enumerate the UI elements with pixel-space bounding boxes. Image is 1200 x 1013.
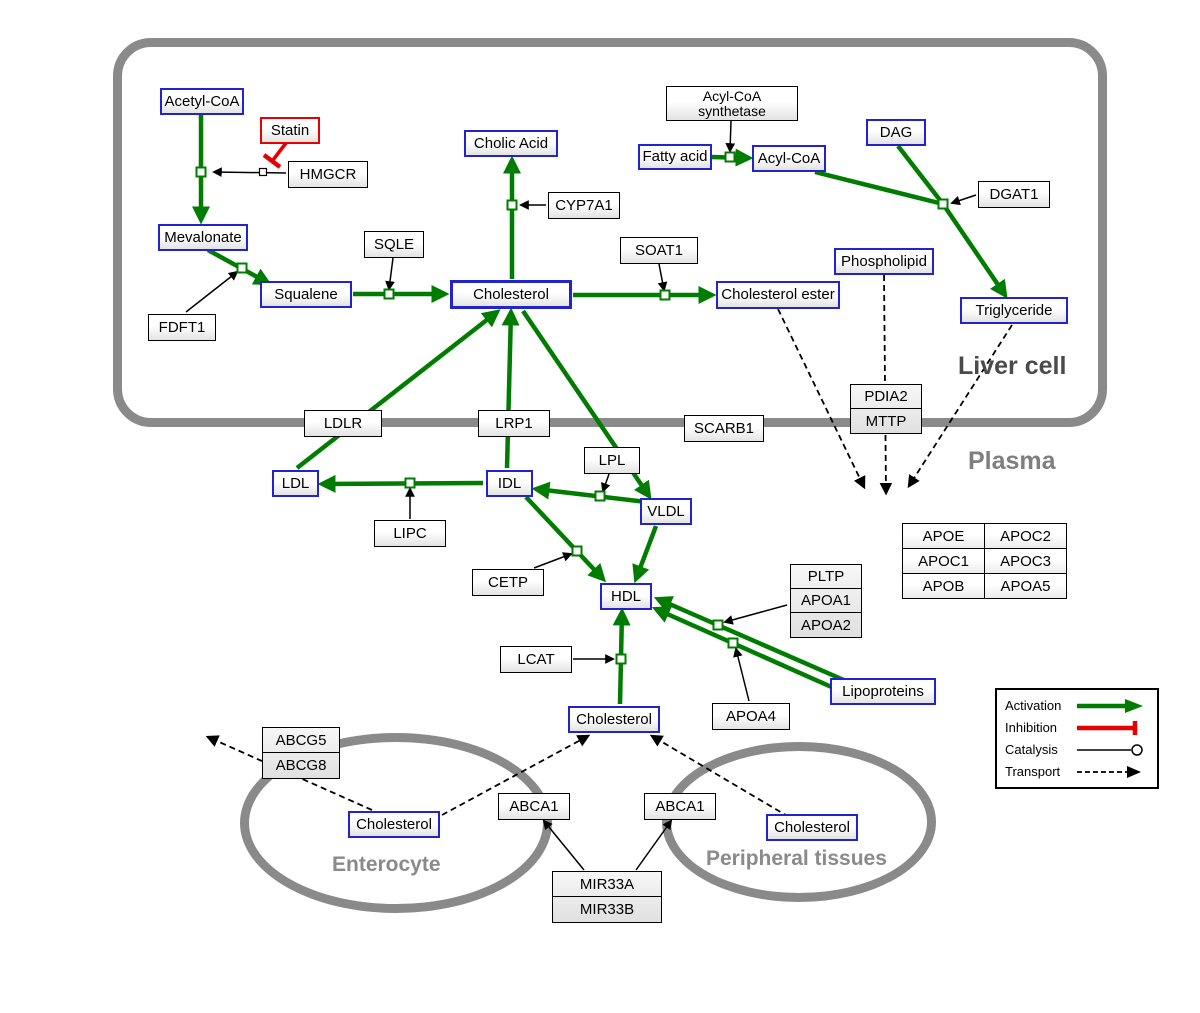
stack-pdia2-mttp: PDIA2 MTTP (850, 384, 922, 434)
inhibition-tbar-icon (1077, 720, 1138, 735)
node-soat1[interactable]: SOAT1 (620, 237, 698, 264)
node-lrp1[interactable]: LRP1 (478, 410, 550, 437)
node-apoc2[interactable]: APOC2 (985, 524, 1067, 549)
node-statin[interactable]: Statin (260, 117, 320, 144)
node-acyl-coa-synthetase[interactable]: Acyl-CoA synthetase (666, 86, 798, 121)
node-pltp[interactable]: PLTP (791, 565, 861, 589)
node-cholesterol-liver[interactable]: Cholesterol (450, 280, 572, 309)
node-lipc[interactable]: LIPC (374, 520, 446, 547)
node-mttp[interactable]: MTTP (865, 412, 907, 430)
node-ldlr[interactable]: LDLR (304, 410, 382, 437)
legend-row-catalysis: Catalysis (1005, 740, 1149, 759)
legend-row-activation: Activation (1005, 696, 1149, 715)
node-hmgcr[interactable]: HMGCR (288, 161, 368, 188)
node-apoe[interactable]: APOE (903, 524, 985, 549)
node-dag[interactable]: DAG (866, 119, 926, 146)
node-dgat1[interactable]: DGAT1 (978, 181, 1050, 208)
liver-cell-membrane (113, 38, 1107, 427)
catalysis-edges (185, 120, 977, 871)
catalysis-circle-icon (1077, 743, 1143, 756)
node-apoa4[interactable]: APOA4 (712, 703, 790, 730)
node-cholic-acid[interactable]: Cholic Acid (464, 130, 558, 157)
node-cetp[interactable]: CETP (472, 569, 544, 596)
liver-cell-label: Liver cell (958, 352, 1067, 380)
node-mevalonate[interactable]: Mevalonate (158, 224, 248, 251)
node-squalene[interactable]: Squalene (260, 281, 352, 308)
transport-edges (205, 274, 1013, 818)
legend-transport-label: Transport (1005, 764, 1061, 779)
node-mir33b[interactable]: MIR33B (579, 901, 635, 918)
node-scarb1[interactable]: SCARB1 (684, 415, 764, 442)
stack-mir33: MIR33A MIR33B (552, 871, 662, 923)
plasma-label: Plasma (968, 447, 1056, 475)
node-phospholipid[interactable]: Phospholipid (834, 248, 934, 275)
legend-row-transport: Transport (1005, 762, 1149, 781)
enterocyte-label: Enterocyte (332, 853, 441, 876)
node-acetyl-coa[interactable]: Acetyl-CoA (160, 88, 244, 115)
node-cholesterol-ester[interactable]: Cholesterol ester (716, 281, 840, 309)
transport-arrow-icon (1077, 765, 1141, 778)
node-abcg5[interactable]: ABCG5 (263, 728, 339, 753)
node-apob[interactable]: APOB (903, 574, 985, 599)
node-abca1-peripheral[interactable]: ABCA1 (644, 793, 716, 820)
node-cyp7a1[interactable]: CYP7A1 (548, 192, 620, 219)
node-abcg8[interactable]: ABCG8 (275, 757, 327, 774)
node-idl[interactable]: IDL (486, 470, 533, 497)
legend-inhibition-label: Inhibition (1005, 720, 1058, 735)
node-apoc1[interactable]: APOC1 (903, 549, 985, 574)
legend-row-inhibition: Inhibition (1005, 718, 1149, 737)
node-lpl[interactable]: LPL (584, 447, 640, 474)
node-vldl[interactable]: VLDL (640, 498, 692, 525)
reaction-nodes (195, 151, 949, 665)
node-mir33a[interactable]: MIR33A (553, 872, 661, 897)
node-hdl[interactable]: HDL (600, 583, 652, 610)
apo-table: APOE APOC2 APOC1 APOC3 APOB APOA5 (902, 523, 1067, 599)
node-apoa5[interactable]: APOA5 (985, 574, 1067, 599)
activation-edges (192, 114, 1008, 705)
node-cholesterol-peripheral[interactable]: Cholesterol (766, 814, 858, 841)
inhibition-edge (262, 141, 288, 169)
node-cholesterol-plasma[interactable]: Cholesterol (568, 706, 660, 733)
node-cholesterol-enterocyte[interactable]: Cholesterol (348, 811, 440, 838)
stack-pltp-apoa: PLTP APOA1 APOA2 (790, 564, 862, 638)
node-pdia2[interactable]: PDIA2 (851, 385, 921, 409)
node-fdft1[interactable]: FDFT1 (148, 314, 216, 341)
legend-catalysis-label: Catalysis (1005, 742, 1058, 757)
node-apoa2[interactable]: APOA2 (800, 616, 852, 634)
node-lcat[interactable]: LCAT (500, 646, 572, 673)
activation-arrow-icon (1077, 698, 1143, 713)
node-abca1-enterocyte[interactable]: ABCA1 (498, 793, 570, 820)
node-ldl[interactable]: LDL (272, 470, 319, 497)
node-lipoproteins[interactable]: Lipoproteins (830, 678, 936, 705)
node-apoa1[interactable]: APOA1 (791, 589, 861, 613)
node-triglyceride[interactable]: Triglyceride (960, 297, 1068, 324)
node-fatty-acid[interactable]: Fatty acid (638, 144, 712, 170)
node-acyl-coa[interactable]: Acyl-CoA (752, 145, 826, 172)
legend-activation-label: Activation (1005, 698, 1062, 713)
node-apoc3[interactable]: APOC3 (985, 549, 1067, 574)
peripheral-tissues-label: Peripheral tissues (706, 847, 887, 870)
legend: Activation Inhibition Catalysis Transpor… (995, 688, 1159, 789)
node-sqle[interactable]: SQLE (364, 231, 424, 258)
stack-abcg: ABCG5 ABCG8 (262, 727, 340, 779)
